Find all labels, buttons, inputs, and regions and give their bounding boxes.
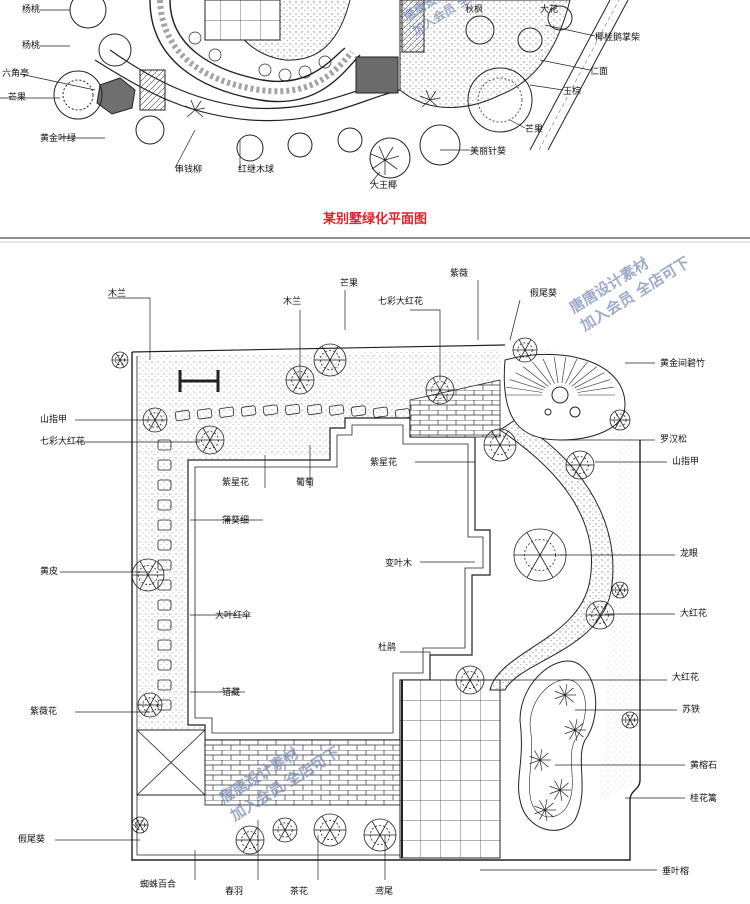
- drawing-caption: 某别墅绿化平面图: [322, 212, 427, 227]
- plant-label-inner: 木兰: [283, 295, 301, 307]
- plant-label-right: 桂花篱: [690, 792, 717, 804]
- plant-label-inner: 葡萄: [296, 476, 314, 488]
- top-plant-label: 仁面: [590, 65, 608, 77]
- plant-label-inner: 错藏: [222, 686, 240, 698]
- top-plant-label: 王棕: [563, 85, 581, 97]
- top-plant-label: 秋枫: [465, 3, 483, 15]
- plant-label-right: 黄榕石: [690, 759, 717, 771]
- top-plant-label: 大王椰: [370, 179, 397, 191]
- plant-label-left: 鸢尾: [375, 885, 393, 897]
- plant-label-inner: 七彩大红花: [378, 295, 423, 307]
- plant-label-inner: 大叶红伞: [215, 609, 251, 621]
- plant-label-inner: 芒果: [340, 277, 358, 289]
- plant-label-right: 垂叶榕: [662, 865, 689, 877]
- plant-label-inner: 蒲葵细: [222, 514, 249, 526]
- plant-label-left: 山指甲: [40, 413, 67, 425]
- top-plant-label: 红继木球: [238, 163, 274, 175]
- plant-label-right: 苏铁: [682, 703, 700, 715]
- plant-label-inner: 变叶木: [385, 557, 412, 569]
- plant-label-right: 罗汉松: [660, 433, 687, 445]
- top-plant-label: 芒果: [8, 91, 26, 103]
- top-plant-label: 六角亭: [2, 67, 29, 79]
- plant-label-right: 大红花: [672, 671, 699, 683]
- plant-label-left: 茶花: [290, 885, 308, 897]
- plant-label-inner: 紫星花: [222, 476, 249, 488]
- plant-label-left: 蜘蛛百合: [140, 878, 176, 890]
- plant-label-left: 紫薇花: [30, 705, 57, 717]
- plant-label-right: 假尾葵: [530, 287, 557, 299]
- plant-label-left: 黄皮: [40, 565, 58, 577]
- top-plant-label: 芒果: [525, 123, 543, 135]
- plant-label-right: 山指甲: [672, 455, 699, 467]
- top-plan-fragment: [0, 0, 629, 185]
- plant-label-inner: 紫星花: [370, 456, 397, 468]
- top-plant-label: 椰桂鹅掌柴: [595, 31, 640, 43]
- plant-label-right: 龙眼: [680, 547, 698, 559]
- villa-plan: [111, 337, 641, 861]
- top-plant-label: 杨桃: [22, 3, 40, 15]
- top-plant-label: 串钱柳: [175, 163, 202, 175]
- plant-label-right: 大红花: [680, 607, 707, 619]
- plant-label-inner: 杜鹃: [378, 641, 396, 653]
- plant-label-left: 木兰: [108, 287, 126, 299]
- plant-label-right: 黄金间碧竹: [660, 357, 705, 369]
- plant-label-left: 七彩大红花: [40, 435, 85, 447]
- top-plant-label: 美丽针葵: [470, 145, 506, 157]
- plant-label-inner: 紫薇: [450, 267, 468, 279]
- top-plant-label: 黄金叶绿: [40, 132, 76, 144]
- top-plant-label: 杨桃: [22, 39, 40, 51]
- plant-label-left: 春羽: [225, 885, 243, 897]
- top-plant-label: 大花: [540, 3, 558, 15]
- plant-label-left: 假尾葵: [18, 833, 45, 845]
